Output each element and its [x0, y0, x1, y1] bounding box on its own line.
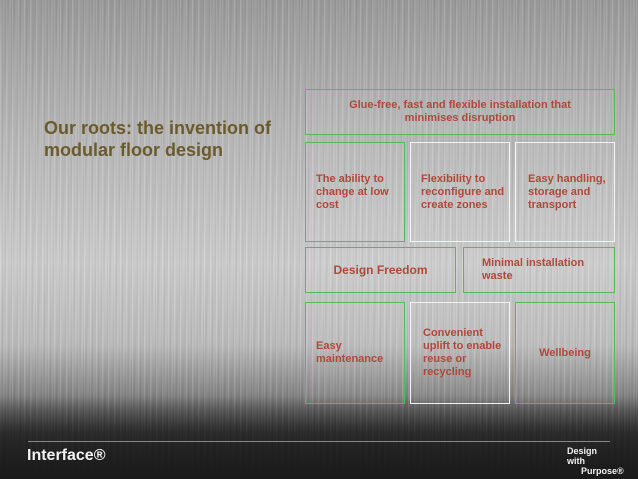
box-change-cost-label: The ability to change at low cost: [316, 172, 389, 211]
box-easy-handling: Easy handling, storage and transport: [515, 142, 615, 242]
box-convenient-uplift-label: Convenient uplift to enable reuse or rec…: [423, 327, 502, 378]
footer-divider: [28, 441, 610, 442]
box-glue-free-installation: Glue-free, fast and flexible installatio…: [305, 89, 615, 135]
footer-shade: [0, 395, 638, 479]
box-easy-maintenance-label: Easy maintenance: [316, 340, 384, 365]
box-wellbeing-label: Wellbeing: [539, 346, 591, 359]
design-with-purpose-logo: Design with Purpose®: [567, 446, 624, 476]
box-reconfigure-label: Flexibility to reconfigure and create zo…: [421, 172, 505, 211]
box-easy-maintenance: Easy maintenance: [305, 302, 405, 404]
box-change-cost: The ability to change at low cost: [305, 142, 405, 242]
slide-title: Our roots: the invention of modular floo…: [44, 118, 271, 160]
box-minimal-waste-label: Minimal installation waste: [482, 257, 585, 282]
box-design-freedom-label: Design Freedom: [333, 262, 428, 277]
tagline-line2: Purpose®: [581, 466, 624, 476]
box-design-freedom: Design Freedom: [305, 247, 456, 293]
interface-logo: Interface®: [27, 447, 106, 464]
box-minimal-waste: Minimal installation waste: [463, 247, 615, 293]
box-wellbeing: Wellbeing: [515, 302, 615, 404]
box-glue-free-label: Glue-free, fast and flexible installatio…: [349, 99, 571, 124]
box-reconfigure: Flexibility to reconfigure and create zo…: [410, 142, 510, 242]
box-convenient-uplift: Convenient uplift to enable reuse or rec…: [410, 302, 510, 404]
tagline-line1: Design with: [567, 446, 598, 466]
box-easy-handling-label: Easy handling, storage and transport: [528, 172, 606, 211]
